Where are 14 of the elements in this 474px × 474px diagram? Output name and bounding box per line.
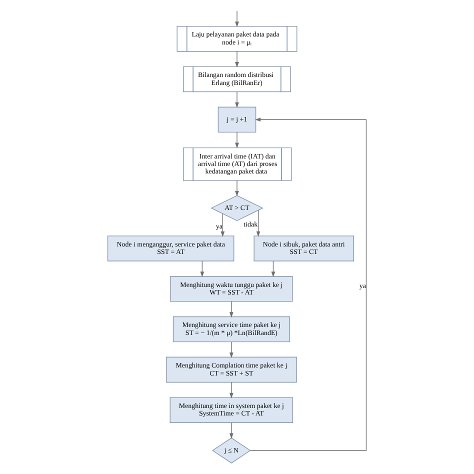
arrow xyxy=(229,422,234,439)
arrow xyxy=(235,10,239,28)
arrow xyxy=(229,382,234,398)
arrow xyxy=(235,180,239,197)
arrow xyxy=(235,51,239,68)
arrow xyxy=(235,91,239,108)
arrow xyxy=(229,342,234,358)
arrow xyxy=(200,260,204,278)
arrow xyxy=(220,213,225,237)
arrow xyxy=(250,118,367,451)
arrow xyxy=(271,260,276,278)
arrow xyxy=(229,301,234,318)
arrow xyxy=(235,132,239,148)
arrow xyxy=(256,210,260,237)
